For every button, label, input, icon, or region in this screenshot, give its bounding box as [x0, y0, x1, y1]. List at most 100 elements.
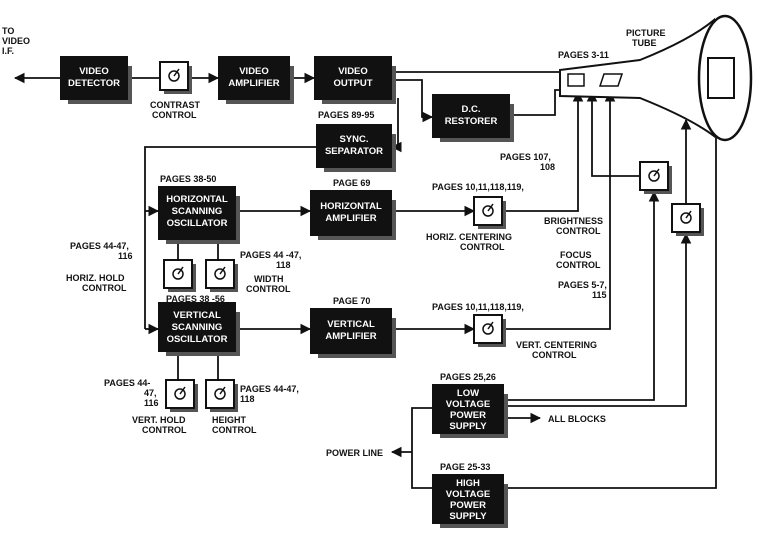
- pages-107-line1: PAGES 107,: [500, 152, 551, 162]
- height-control-knob-icon: [205, 379, 238, 412]
- brightness-control-line1: BRIGHTNESS: [544, 216, 603, 226]
- to-video-if-line2: VIDEO: [2, 36, 30, 46]
- low-voltage-line3: POWER: [450, 410, 486, 421]
- wire-hcenter-tube: [504, 90, 584, 212]
- video-amplifier-line2: AMPLIFIER: [228, 78, 279, 89]
- horiz-hold-knob-icon: [163, 259, 196, 292]
- pages-10-h: PAGES 10,11,118,119,: [432, 182, 524, 192]
- horizontal-oscillator-line3: OSCILLATOR: [167, 218, 228, 229]
- video-detector-line1: VIDEO: [79, 66, 109, 77]
- block-horizontal-oscillator: HORIZONTAL SCANNING OSCILLATOR: [158, 186, 240, 244]
- sync-separator-line1: SYNC.: [339, 134, 368, 145]
- contrast-control-line2: CONTROL: [152, 110, 197, 120]
- pages-44-47-hold-line2: 116: [118, 251, 133, 261]
- pages-89-95: PAGES 89-95: [318, 110, 374, 120]
- picture-tube-icon: [559, 14, 753, 142]
- to-video-if-line3: I.F.: [2, 46, 14, 56]
- signal-wires: [13, 71, 722, 489]
- pages-107-line2: 108: [540, 162, 555, 172]
- height-control-line2: CONTROL: [212, 425, 257, 435]
- focus-control-line2: CONTROL: [556, 260, 601, 270]
- wire-output-dcr: [392, 79, 434, 123]
- horiz-centering-line1: HORIZ. CENTERING: [426, 232, 512, 242]
- horizontal-amplifier-line1: HORIZONTAL: [320, 201, 382, 212]
- block-horizontal-amplifier: HORIZONTAL AMPLIFIER: [310, 190, 396, 240]
- high-voltage-line4: SUPPLY: [449, 511, 487, 522]
- block-vertical-amplifier: VERTICAL AMPLIFIER: [310, 308, 396, 358]
- horizontal-amplifier-line2: AMPLIFIER: [325, 213, 376, 224]
- page-69: PAGE 69: [333, 178, 370, 188]
- pages-3-11: PAGES 3-11: [558, 50, 609, 60]
- wire-brightness-tube: [586, 90, 640, 177]
- block-sync-separator: SYNC. SEPARATOR: [316, 124, 396, 172]
- dc-restorer-line1: D.C.: [462, 104, 481, 115]
- wire-lv-brightness: [504, 190, 660, 401]
- dc-restorer-line2: RESTORER: [445, 116, 498, 127]
- vert-centering-knob-icon: [473, 314, 506, 347]
- wire-hv-tube: [504, 106, 722, 489]
- width-control-line2: CONTROL: [246, 284, 291, 294]
- focus-control-line1: FOCUS: [560, 250, 592, 260]
- wire-powerline-bus: [411, 407, 432, 489]
- vertical-amplifier-line1: VERTICAL: [327, 319, 375, 330]
- brightness-control-knob-icon: [639, 161, 672, 194]
- wire-sync-bus: [144, 146, 316, 329]
- power-line: POWER LINE: [326, 448, 383, 458]
- pages-44-47-height-line1: PAGES 44-47,: [240, 384, 299, 394]
- block-dc-restorer: D.C. RESTORER: [432, 94, 514, 142]
- block-low-voltage-supply: LOW VOLTAGE POWER SUPPLY: [432, 384, 508, 438]
- horiz-centering-knob-icon: [473, 196, 506, 229]
- wire-output-tube: [392, 71, 571, 78]
- contrast-control-line1: CONTRAST: [150, 100, 200, 110]
- height-control-line1: HEIGHT: [212, 415, 247, 425]
- block-video-amplifier: VIDEO AMPLIFIER: [218, 56, 294, 104]
- to-video-if-line1: TO: [2, 26, 14, 36]
- page-25-33: PAGE 25-33: [440, 462, 490, 472]
- vert-centering-line1: VERT. CENTERING: [516, 340, 597, 350]
- vertical-oscillator-line1: VERTICAL: [173, 310, 221, 321]
- video-amplifier-line1: VIDEO: [239, 66, 269, 77]
- all-blocks: ALL BLOCKS: [548, 414, 606, 424]
- vertical-oscillator-line3: OSCILLATOR: [167, 334, 228, 345]
- horiz-hold-line1: HORIZ. HOLD: [66, 273, 125, 283]
- focus-control-knob-icon: [671, 203, 704, 236]
- horizontal-oscillator-line1: HORIZONTAL: [166, 194, 228, 205]
- horizontal-oscillator-line2: SCANNING: [172, 206, 223, 217]
- block-high-voltage-supply: HIGH VOLTAGE POWER SUPPLY: [432, 474, 508, 528]
- pages-44-47-vhold-line3: 116: [144, 398, 159, 408]
- vertical-amplifier-line2: AMPLIFIER: [325, 331, 376, 342]
- pages-38-56: PAGES 38 -56: [166, 294, 225, 304]
- vert-hold-knob-icon: [165, 379, 198, 412]
- pages-10-v: PAGES 10,11,118,119,: [432, 302, 524, 312]
- picture-tube-line2: TUBE: [632, 38, 657, 48]
- vert-hold-line1: VERT. HOLD: [132, 415, 186, 425]
- video-detector-line2: DETECTOR: [68, 78, 120, 89]
- low-voltage-line1: LOW: [457, 388, 479, 399]
- vertical-oscillator-line2: SCANNING: [172, 322, 223, 333]
- wire-vcenter-tube: [504, 90, 616, 330]
- video-output-line1: VIDEO: [338, 66, 368, 77]
- pages-44-47-hold-line1: PAGES 44-47,: [70, 241, 129, 251]
- block-video-detector: VIDEO DETECTOR: [60, 56, 132, 104]
- pages-44-47-vhold-line1: PAGES 44-: [104, 378, 150, 388]
- pages-44-47-width-line1: PAGES 44 -47,: [240, 250, 301, 260]
- pages-25-26: PAGES 25,26: [440, 372, 496, 382]
- video-output-line2: OUTPUT: [333, 78, 372, 89]
- low-voltage-line4: SUPPLY: [449, 421, 487, 432]
- pages-44-47-vhold-line2: 47,: [144, 388, 157, 398]
- pages-38-50: PAGES 38-50: [160, 174, 216, 184]
- width-control-line1: WIDTH: [254, 274, 284, 284]
- block-video-output: VIDEO OUTPUT: [314, 56, 396, 104]
- brightness-control-line2: CONTROL: [556, 226, 601, 236]
- vert-centering-line2: CONTROL: [532, 350, 577, 360]
- diagram-labels: TO VIDEO I.F. CONTRAST CONTROL PICTURE T…: [2, 26, 666, 472]
- pages-44-47-width-line2: 118: [276, 260, 291, 270]
- width-control-knob-icon: [205, 259, 238, 292]
- contrast-control-knob-icon: [159, 61, 192, 94]
- block-vertical-oscillator: VERTICAL SCANNING OSCILLATOR: [158, 302, 240, 356]
- pages-5-7-line2: 115: [592, 290, 607, 300]
- page-70: PAGE 70: [333, 296, 370, 306]
- high-voltage-line2: VOLTAGE: [446, 489, 491, 500]
- low-voltage-line2: VOLTAGE: [446, 399, 491, 410]
